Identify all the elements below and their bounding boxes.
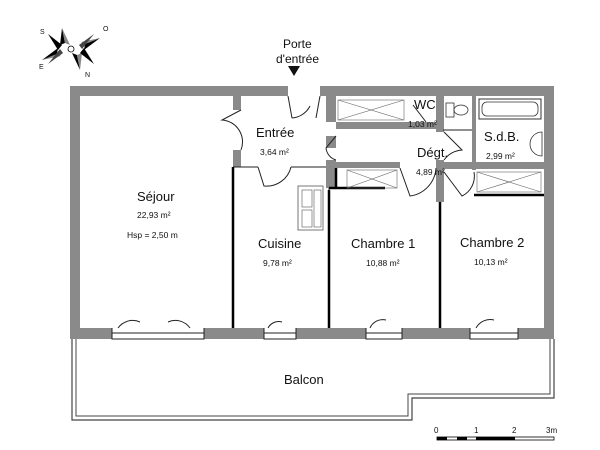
room-entree-area: 3,64 m²: [260, 147, 289, 157]
scale-tick-0: 0: [434, 426, 439, 435]
room-cuisine-area: 9,78 m²: [263, 258, 292, 268]
room-chambre2-area: 10,13 m²: [474, 257, 508, 267]
balcony-outline: [71, 339, 555, 421]
compass-south-label: S: [40, 29, 45, 36]
room-degt-area: 4,89 m²: [416, 167, 445, 177]
room-wc-area: 1,03 m²: [408, 119, 437, 129]
scale-tick-3: 3m: [546, 426, 558, 435]
kitchen-sink-icon: [297, 185, 324, 231]
room-sejour-area: 22,93 m²: [137, 210, 171, 220]
room-sdb-name: S.d.B.: [484, 129, 520, 144]
washbasin-icon: [529, 131, 543, 157]
room-chambre1-name: Chambre 1: [351, 236, 416, 251]
entry-label-line-1: Porte: [283, 37, 312, 51]
exterior-walls: [70, 86, 554, 339]
scale-bar: [436, 436, 555, 441]
room-wc-name: WC: [414, 97, 436, 112]
room-chambre1-area: 10,88 m²: [366, 258, 400, 268]
room-degt-name: Dégt.: [417, 145, 449, 160]
entry-arrow-icon: [288, 66, 300, 76]
heavy-partitions: [231, 167, 544, 328]
room-sejour-name: Séjour: [137, 189, 175, 204]
room-sdb-area: 2,99 m²: [486, 151, 515, 161]
room-sejour-height: Hsp = 2,50 m: [127, 230, 178, 240]
toilet-icon: [445, 102, 469, 118]
compass-north-label: N: [85, 72, 91, 79]
room-chambre2-name: Chambre 2: [460, 235, 525, 250]
interior-walls: [233, 96, 544, 202]
room-entree-name: Entrée: [256, 125, 295, 140]
bathtub-icon: [478, 98, 542, 120]
closets: [337, 99, 542, 193]
compass-east-label: E: [39, 64, 44, 71]
scale-tick-1: 1: [474, 426, 479, 435]
compass-rose-icon: [42, 28, 100, 70]
room-balcon-name: Balcon: [284, 372, 324, 387]
scale-tick-2: 2: [512, 426, 517, 435]
compass-west-label: O: [103, 26, 109, 33]
door-swings: [220, 95, 475, 197]
room-cuisine-name: Cuisine: [258, 236, 302, 251]
entry-label-line-2: d'entrée: [276, 52, 319, 66]
facade-windows: [111, 319, 519, 340]
